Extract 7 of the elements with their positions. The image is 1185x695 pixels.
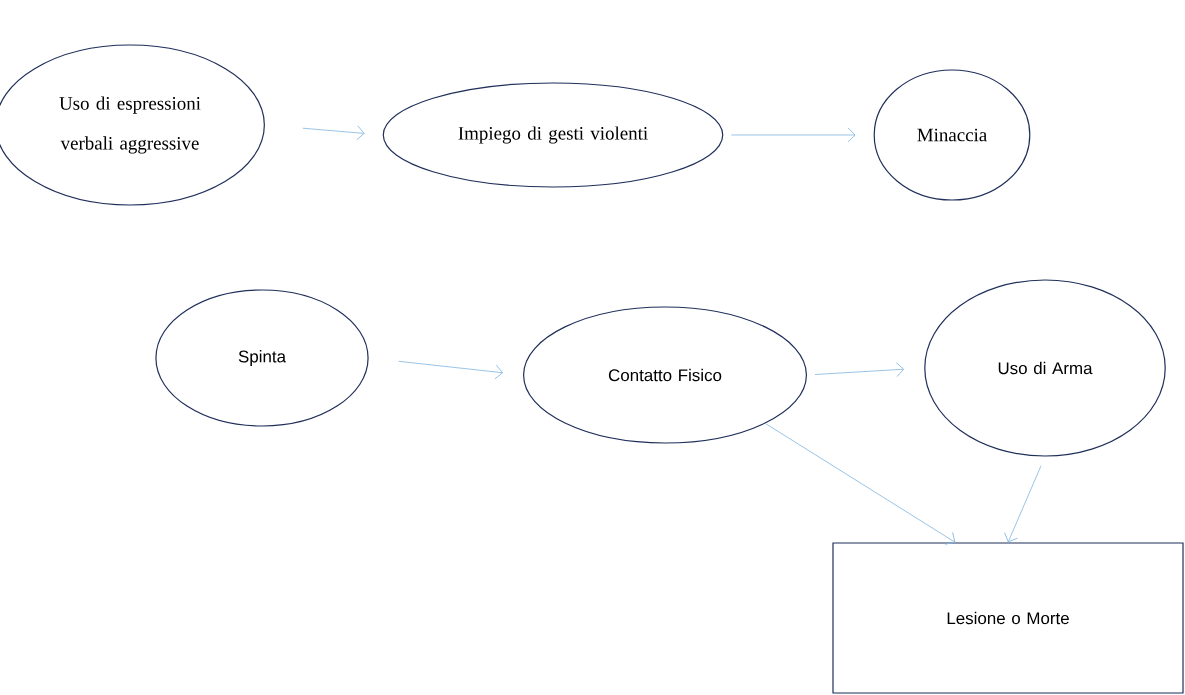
arrow [730,127,856,143]
arrow [765,423,956,545]
arrow [302,125,365,141]
arrow [814,362,905,378]
result-box: Lesione o Morte [832,542,1184,694]
arrow [1004,465,1042,543]
arrow [398,360,503,380]
